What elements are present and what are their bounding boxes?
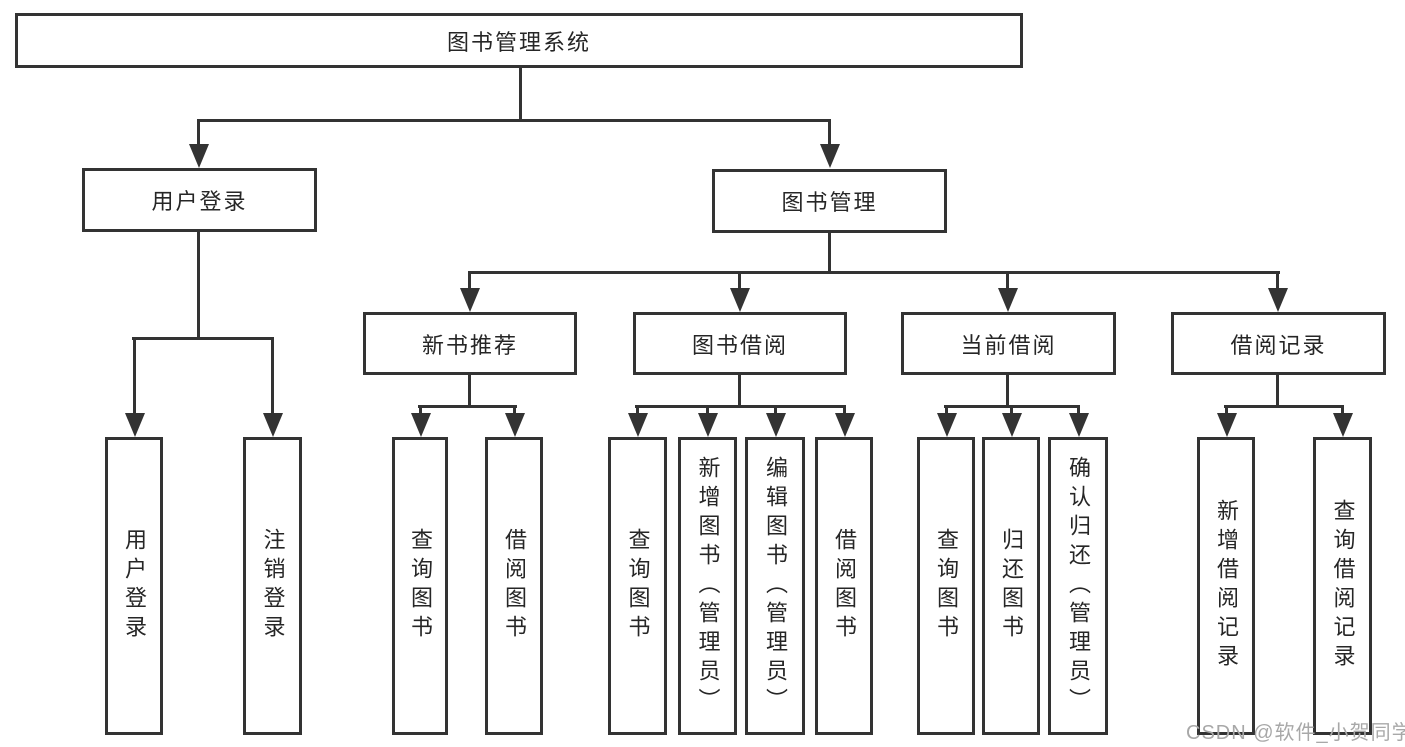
node-leaf-user-login: 用户登录 — [105, 437, 163, 735]
arrowhead-down-icon — [1276, 271, 1279, 288]
node-label: 查询借阅记录 — [1330, 499, 1356, 673]
connector-line — [1006, 375, 1009, 408]
connector-line — [468, 271, 1280, 274]
node-leaf-confirm-return-admin: 确认归还（管理员） — [1048, 437, 1108, 735]
arrowhead-down-icon — [706, 405, 709, 413]
connector-line — [197, 232, 200, 339]
node-current-borrowing: 当前借阅 — [901, 312, 1116, 375]
arrowhead-down-icon — [133, 337, 136, 413]
node-label: 归还图书 — [999, 528, 1024, 644]
connector-line — [1276, 375, 1279, 408]
connector-line — [635, 405, 846, 408]
node-book-borrowing: 图书借阅 — [633, 312, 847, 375]
node-label: 查询图书 — [408, 528, 433, 644]
node-label: 新增图书（管理员） — [695, 455, 721, 717]
arrowhead-down-icon — [468, 271, 471, 288]
node-leaf-add-books-admin: 新增图书（管理员） — [678, 437, 737, 735]
node-leaf-edit-books-admin: 编辑图书（管理员） — [745, 437, 805, 735]
node-label: 编辑图书（管理员） — [763, 455, 788, 717]
arrowhead-down-icon — [1010, 405, 1013, 413]
node-leaf-logout: 注销登录 — [243, 437, 302, 735]
node-label: 借阅记录 — [1230, 332, 1327, 358]
node-label: 新增借阅记录 — [1214, 499, 1239, 673]
node-leaf-query-borrow-record: 查询借阅记录 — [1313, 437, 1372, 735]
node-leaf-query-books-current: 查询图书 — [917, 437, 975, 735]
node-label: 确认归还（管理员） — [1066, 455, 1091, 717]
arrowhead-down-icon — [738, 271, 741, 288]
node-label: 图书借阅 — [691, 332, 788, 358]
connector-line — [468, 375, 471, 408]
node-library-management-system: 图书管理系统 — [15, 13, 1023, 68]
node-label: 注销登录 — [260, 528, 286, 644]
arrowhead-down-icon — [1225, 405, 1228, 413]
node-label: 查询图书 — [625, 528, 651, 644]
node-label: 查询图书 — [934, 528, 959, 644]
node-leaf-add-borrow-record: 新增借阅记录 — [1197, 437, 1255, 735]
node-leaf-query-books-borrowing: 查询图书 — [608, 437, 667, 735]
node-label: 借阅图书 — [502, 528, 527, 644]
arrowhead-down-icon — [945, 405, 948, 413]
node-label: 当前借阅 — [960, 332, 1057, 358]
connector-line — [418, 405, 517, 408]
arrowhead-down-icon — [419, 405, 422, 413]
arrowhead-down-icon — [1006, 271, 1009, 288]
connector-line — [738, 375, 741, 408]
node-book-management: 图书管理 — [712, 169, 947, 233]
connector-line — [828, 233, 831, 273]
node-label: 图书管理 — [781, 190, 878, 215]
arrowhead-down-icon — [513, 405, 516, 413]
node-label: 借阅图书 — [832, 528, 857, 644]
node-leaf-borrow-books-borrowing: 借阅图书 — [815, 437, 873, 735]
node-label: 图书管理系统 — [446, 29, 591, 55]
node-user-login: 用户登录 — [82, 168, 317, 232]
node-leaf-borrow-books-recommend: 借阅图书 — [485, 437, 543, 735]
node-new-book-recommend: 新书推荐 — [363, 312, 577, 375]
node-label: 新书推荐 — [421, 332, 518, 358]
connector-line — [132, 337, 274, 340]
watermark: CSDN @软件_小贺同学 — [1186, 722, 1405, 744]
node-label: 用户登录 — [151, 189, 248, 214]
arrowhead-down-icon — [1077, 405, 1080, 413]
connector-line — [519, 68, 522, 121]
node-leaf-query-books-recommend: 查询图书 — [392, 437, 448, 735]
arrowhead-down-icon — [1341, 405, 1344, 413]
node-label: 用户登录 — [122, 528, 147, 644]
node-borrowing-records: 借阅记录 — [1171, 312, 1386, 375]
arrowhead-down-icon — [197, 119, 200, 144]
arrowhead-down-icon — [843, 405, 846, 413]
arrowhead-down-icon — [828, 119, 831, 144]
node-leaf-return-books: 归还图书 — [982, 437, 1040, 735]
connector-line — [197, 119, 831, 122]
connector-line — [1224, 405, 1344, 408]
arrowhead-down-icon — [271, 337, 274, 413]
arrowhead-down-icon — [774, 405, 777, 413]
arrowhead-down-icon — [636, 405, 639, 413]
